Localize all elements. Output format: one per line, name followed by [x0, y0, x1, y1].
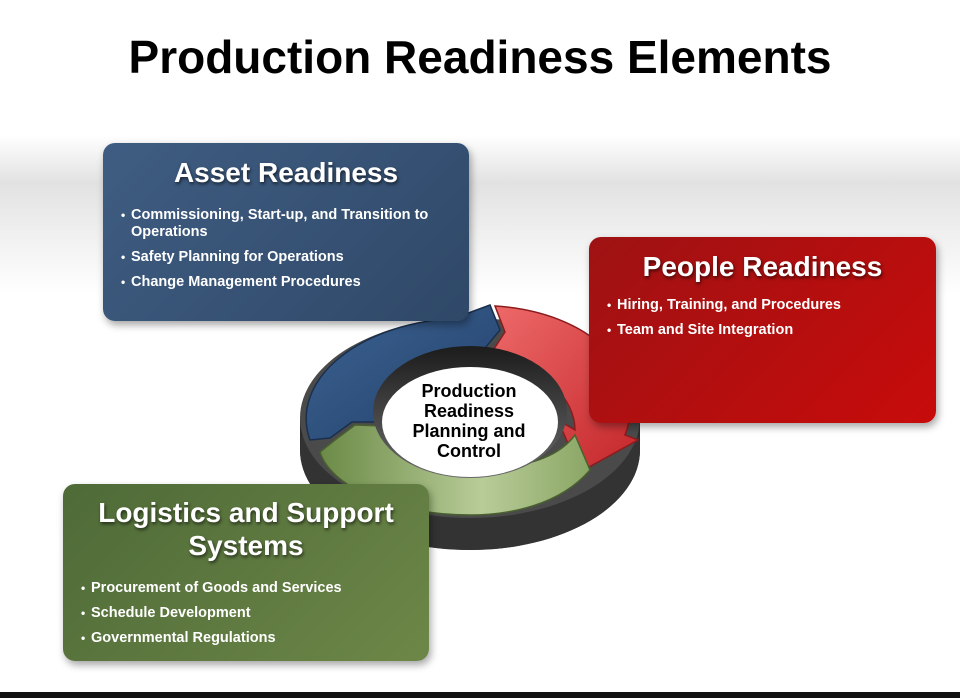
list-item: Commissioning, Start-up, and Transition …: [119, 207, 455, 241]
list-item: Team and Site Integration: [605, 322, 924, 339]
asset-readiness-list: Commissioning, Start-up, and Transition …: [103, 201, 469, 291]
people-readiness-list: Hiring, Training, and Procedures Team an…: [589, 293, 936, 339]
people-readiness-box: People Readiness Hiring, Training, and P…: [589, 237, 936, 423]
center-label-line: Control: [437, 441, 501, 461]
cycle-ring-diagram: [300, 304, 640, 550]
asset-readiness-heading: Asset Readiness: [173, 157, 399, 188]
center-label-line: Readiness: [423, 401, 515, 421]
list-item: Hiring, Training, and Procedures: [605, 297, 924, 314]
center-label-line: Production: [421, 381, 517, 401]
center-label: Production Readiness Planning and Contro…: [398, 381, 540, 461]
ring-center: [382, 367, 558, 477]
logistics-support-box: Logistics and Support Systems Procuremen…: [63, 484, 429, 661]
list-item: Governmental Regulations: [79, 630, 417, 647]
list-item: Procurement of Goods and Services: [79, 580, 417, 597]
bottom-rule: [0, 692, 960, 698]
list-item: Change Management Procedures: [119, 274, 455, 291]
asset-readiness-box: Asset Readiness Commissioning, Start-up,…: [103, 143, 469, 321]
center-label-line: Planning and: [412, 421, 526, 441]
logistics-support-list: Procurement of Goods and Services Schedu…: [63, 574, 429, 647]
people-readiness-heading: People Readiness: [642, 251, 883, 282]
list-item: Safety Planning for Operations: [119, 249, 455, 266]
logistics-support-heading: Logistics and Support Systems: [98, 497, 394, 561]
list-item: Schedule Development: [79, 605, 417, 622]
page-title: Production Readiness Elements: [128, 31, 832, 83]
